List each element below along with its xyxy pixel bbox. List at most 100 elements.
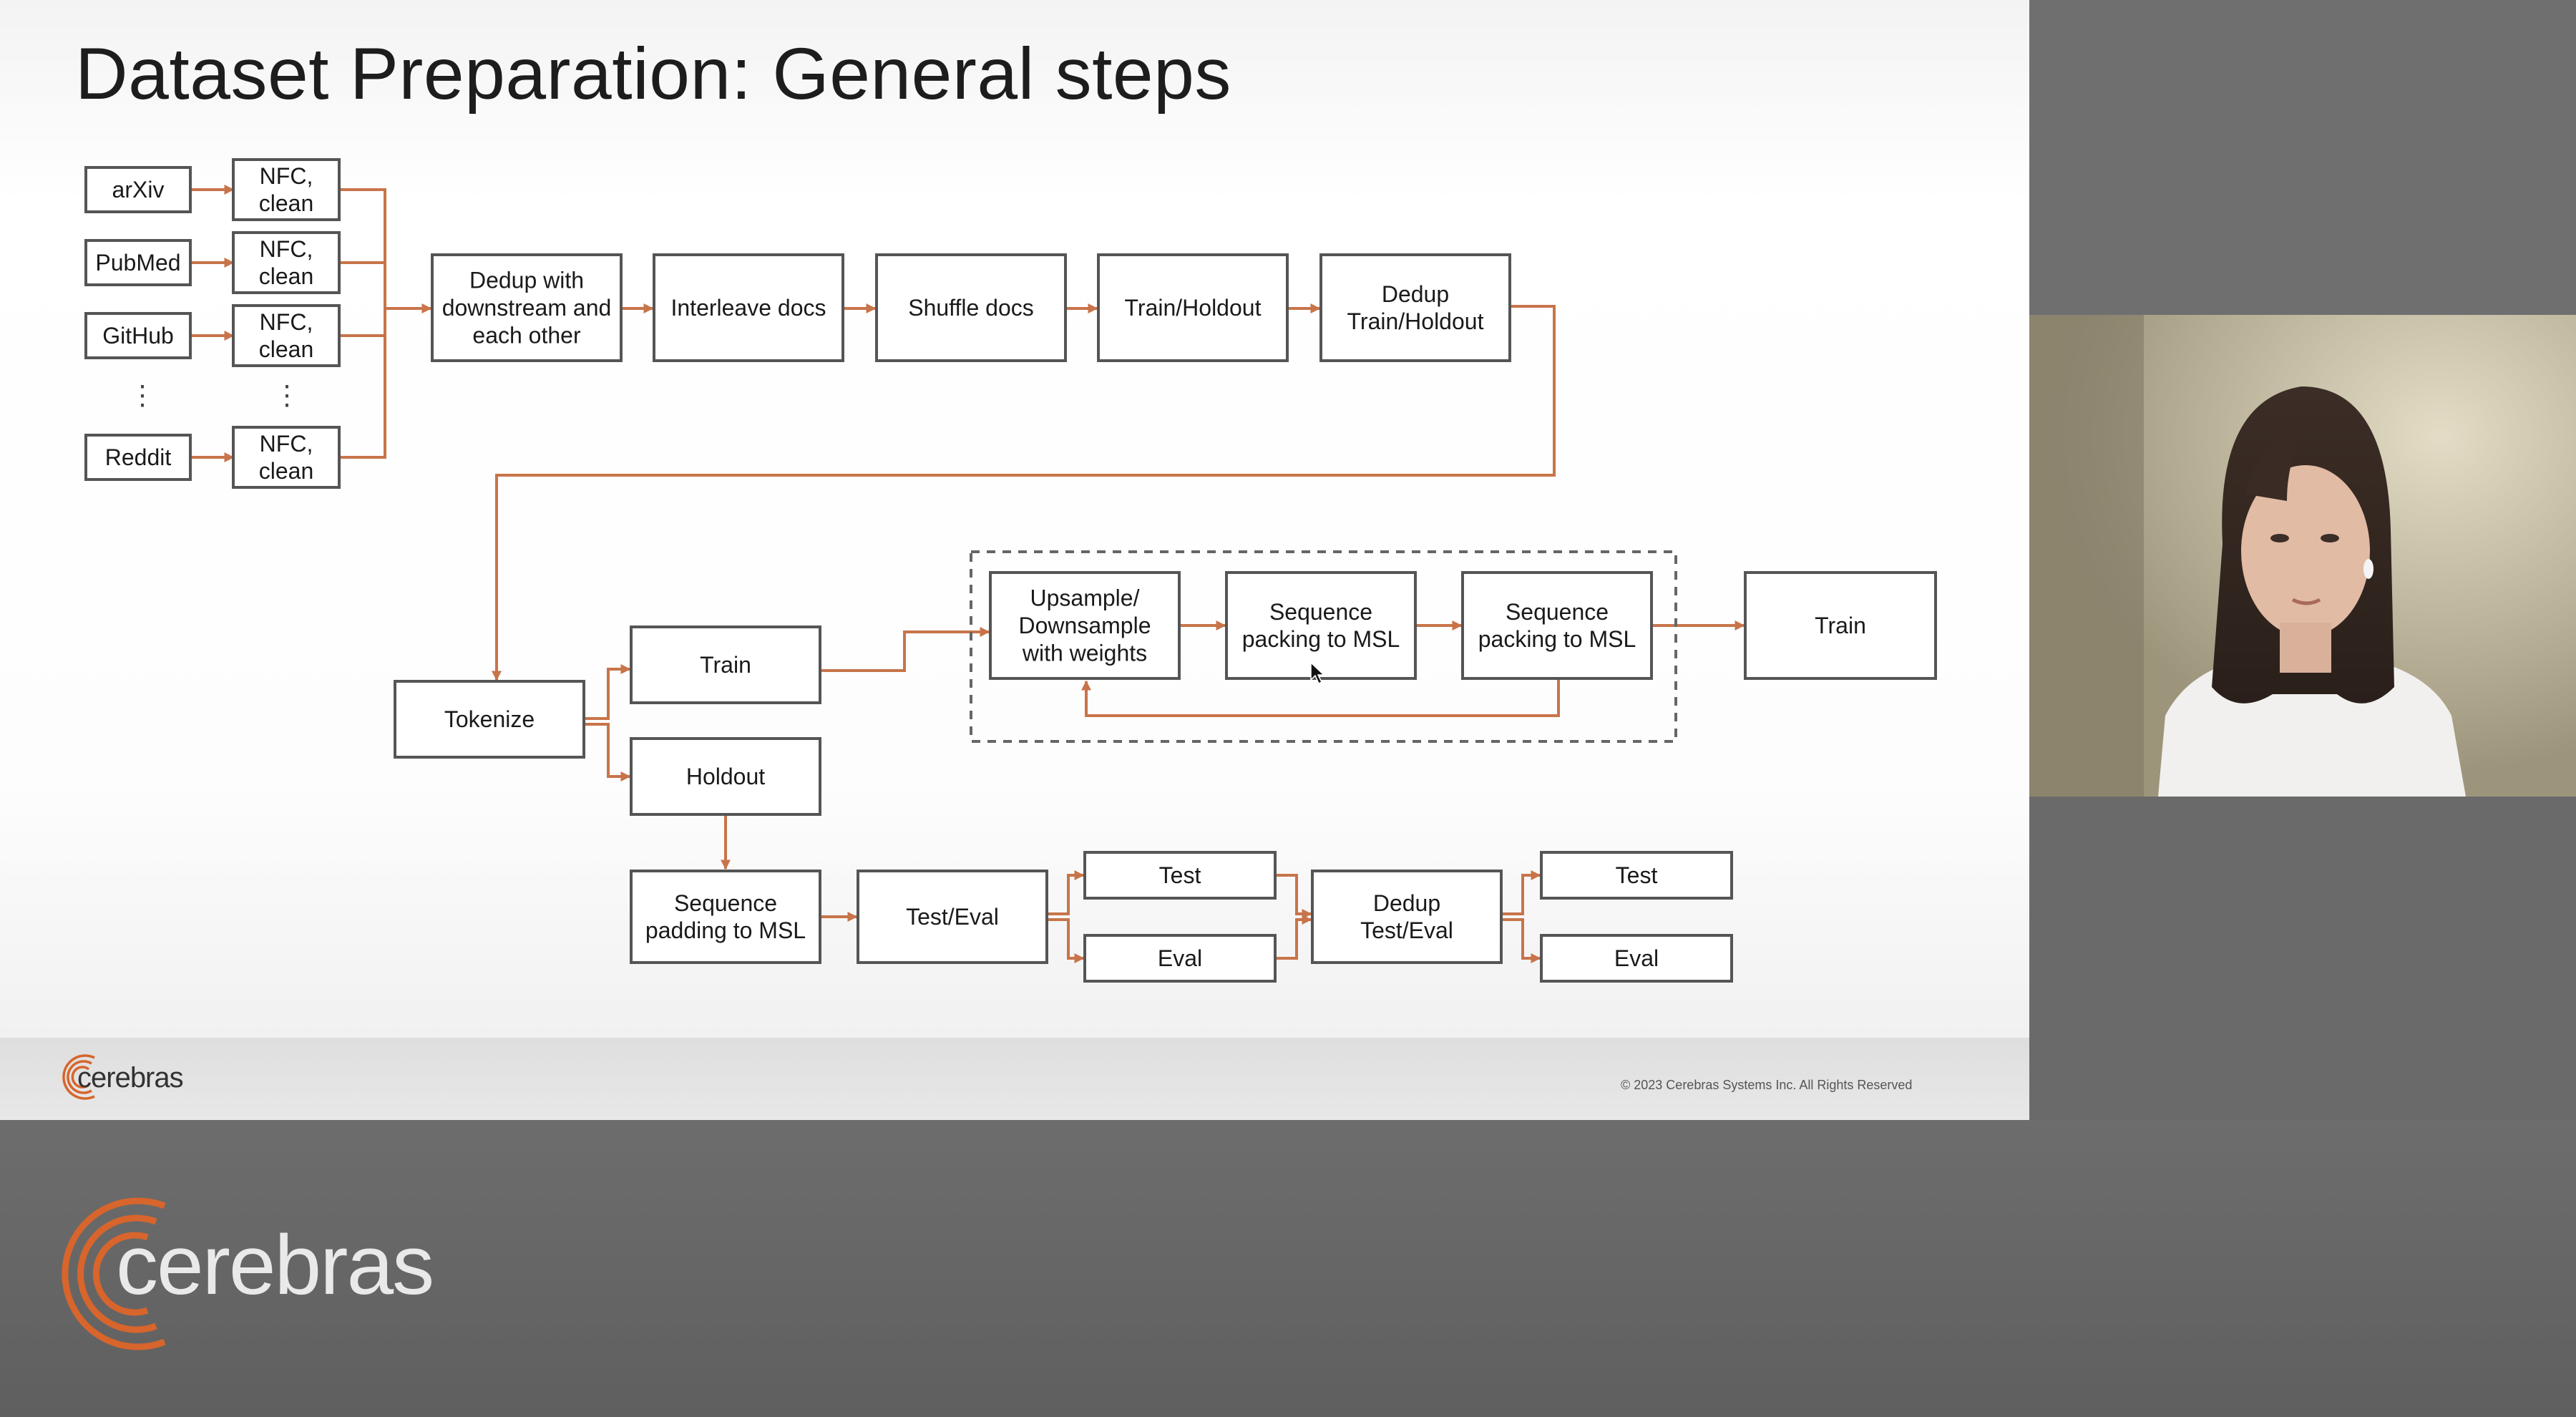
nfc-clean-reddit-label: NFC, [260, 431, 313, 457]
shuffle-docs: Shuffle docs [875, 253, 1067, 362]
test-eval-split-2 [1048, 918, 1085, 963]
presenter-webcam [2029, 315, 2576, 797]
nfc-clean-arxiv-label: clean [259, 190, 314, 216]
dedup-downstream-label: Dedup with [469, 268, 584, 293]
shuffle-docs-label: Shuffle docs [908, 295, 1034, 321]
dedup-train-holdout-label: Dedup [1382, 281, 1449, 307]
holdout-box: Holdout [630, 737, 821, 816]
sequence-packing-2-box-label: Sequence [1506, 599, 1609, 625]
merge-line-1 [339, 261, 386, 308]
source-ellipsis: ⋮ [129, 381, 156, 411]
sequence-padding-box-label: padding to MSL [645, 917, 806, 943]
dedup-train-holdout-label: Train/Holdout [1347, 308, 1484, 334]
dedup-downstream-label: downstream and [442, 295, 612, 321]
pipeline-diagram: arXivNFC,cleanPubMedNFC,cleanGitHubNFC,c… [84, 158, 1937, 983]
test-eval-box: Test/Eval [857, 870, 1048, 964]
nfc-clean-github: NFC,clean [232, 304, 341, 367]
tokenize-split-2 [585, 723, 631, 781]
cerebras-logo-icon [62, 1054, 95, 1100]
eval-1-box: Eval [1083, 934, 1277, 983]
dedup-downstream-label: each other [472, 322, 581, 348]
tokenize-box: Tokenize [394, 680, 585, 759]
nfc-clean-github-label: NFC, [260, 309, 313, 335]
train-holdout-label: Train/Holdout [1125, 295, 1262, 321]
sequence-padding-box-label: Sequence [674, 890, 777, 916]
test-eval-split-1 [1048, 870, 1085, 915]
eval-1-merge [1277, 915, 1312, 960]
train-box-label: Train [700, 652, 751, 678]
presenter-video-icon [2029, 315, 2576, 797]
sequence-packing-1-box-label: packing to MSL [1242, 626, 1400, 652]
copyright-notice: © 2023 Cerebras Systems Inc. All Rights … [1621, 1078, 1913, 1092]
final-train-box-label: Train [1815, 613, 1866, 638]
test-1-box-label: Test [1159, 862, 1201, 888]
video-background-bottom [0, 1120, 2576, 1417]
train-holdout: Train/Holdout [1097, 253, 1289, 362]
sequence-packing-1-box-label: Sequence [1269, 599, 1372, 625]
holdout-box-label: Holdout [686, 764, 765, 789]
dedup-split-1 [1503, 870, 1541, 915]
train-to-sampling [821, 627, 990, 672]
slide-footer [0, 1038, 2029, 1120]
upsample-downsample-box-label: Upsample/ [1030, 585, 1140, 611]
return-path [492, 305, 1556, 681]
nfc-clean-reddit: NFC,clean [232, 426, 341, 489]
nfc-clean-arxiv: NFC,clean [232, 158, 341, 221]
nfc-clean-pubmed: NFC,clean [232, 231, 341, 294]
upsample-downsample-box-label: with weights [1022, 640, 1147, 666]
dedup-test-eval-box-label: Dedup [1373, 890, 1440, 916]
train-box: Train [630, 625, 821, 704]
test-eval-box-label: Test/Eval [906, 904, 999, 930]
upsample-downsample-box-label: Downsample [1019, 613, 1151, 638]
slide-logo-text: cerebras [77, 1062, 184, 1094]
source-github: GitHub [84, 312, 192, 359]
source-arxiv-label: arXiv [112, 177, 165, 203]
final-train-box: Train [1744, 571, 1937, 680]
merge-line-3 [339, 308, 386, 459]
nfc-clean-pubmed-label: NFC, [260, 236, 313, 262]
eval-1-box-label: Eval [1158, 945, 1202, 971]
eval-2-box: Eval [1540, 934, 1733, 983]
eval-2-box-label: Eval [1614, 945, 1659, 971]
dedup-split-2 [1503, 918, 1541, 963]
interleave-docs: Interleave docs [653, 253, 844, 362]
nfc-clean-github-label: clean [259, 336, 314, 362]
normalize-ellipsis: ⋮ [273, 381, 301, 411]
merge-line-2 [339, 308, 386, 337]
test-1-box: Test [1083, 851, 1277, 900]
tokenize-box-label: Tokenize [444, 706, 535, 732]
nfc-clean-pubmed-label: clean [259, 263, 314, 289]
video-background-right [2029, 0, 2576, 315]
video-background-right-lower [2029, 797, 2576, 1120]
nfc-clean-arxiv-label: NFC, [260, 163, 313, 189]
source-reddit: Reddit [84, 434, 192, 481]
source-reddit-label: Reddit [105, 444, 172, 470]
dedup-test-eval-box-label: Test/Eval [1360, 917, 1453, 943]
source-arxiv: arXiv [84, 166, 192, 213]
interleave-docs-label: Interleave docs [670, 295, 826, 321]
sequence-packing-2-box-label: packing to MSL [1478, 626, 1636, 652]
presentation-slide: Dataset Preparation: General steps arXiv… [0, 0, 2029, 1120]
brand-logo-text: cerebras [116, 1218, 434, 1313]
packing-loop-back [1081, 680, 1560, 717]
source-pubmed: PubMed [84, 239, 192, 286]
slide-title: Dataset Preparation: General steps [75, 33, 1231, 115]
source-pubmed-label: PubMed [95, 250, 180, 276]
cerebras-brand-icon [62, 1197, 166, 1350]
test-2-box: Test [1540, 851, 1733, 900]
sampling-group-border [970, 550, 1677, 743]
test-1-merge [1277, 874, 1312, 919]
tokenize-split-1 [585, 664, 631, 720]
source-github-label: GitHub [102, 323, 174, 349]
merge-line-0 [339, 188, 386, 308]
mouse-cursor-icon [1310, 661, 1325, 685]
nfc-clean-reddit-label: clean [259, 458, 314, 484]
test-2-box-label: Test [1616, 862, 1658, 888]
